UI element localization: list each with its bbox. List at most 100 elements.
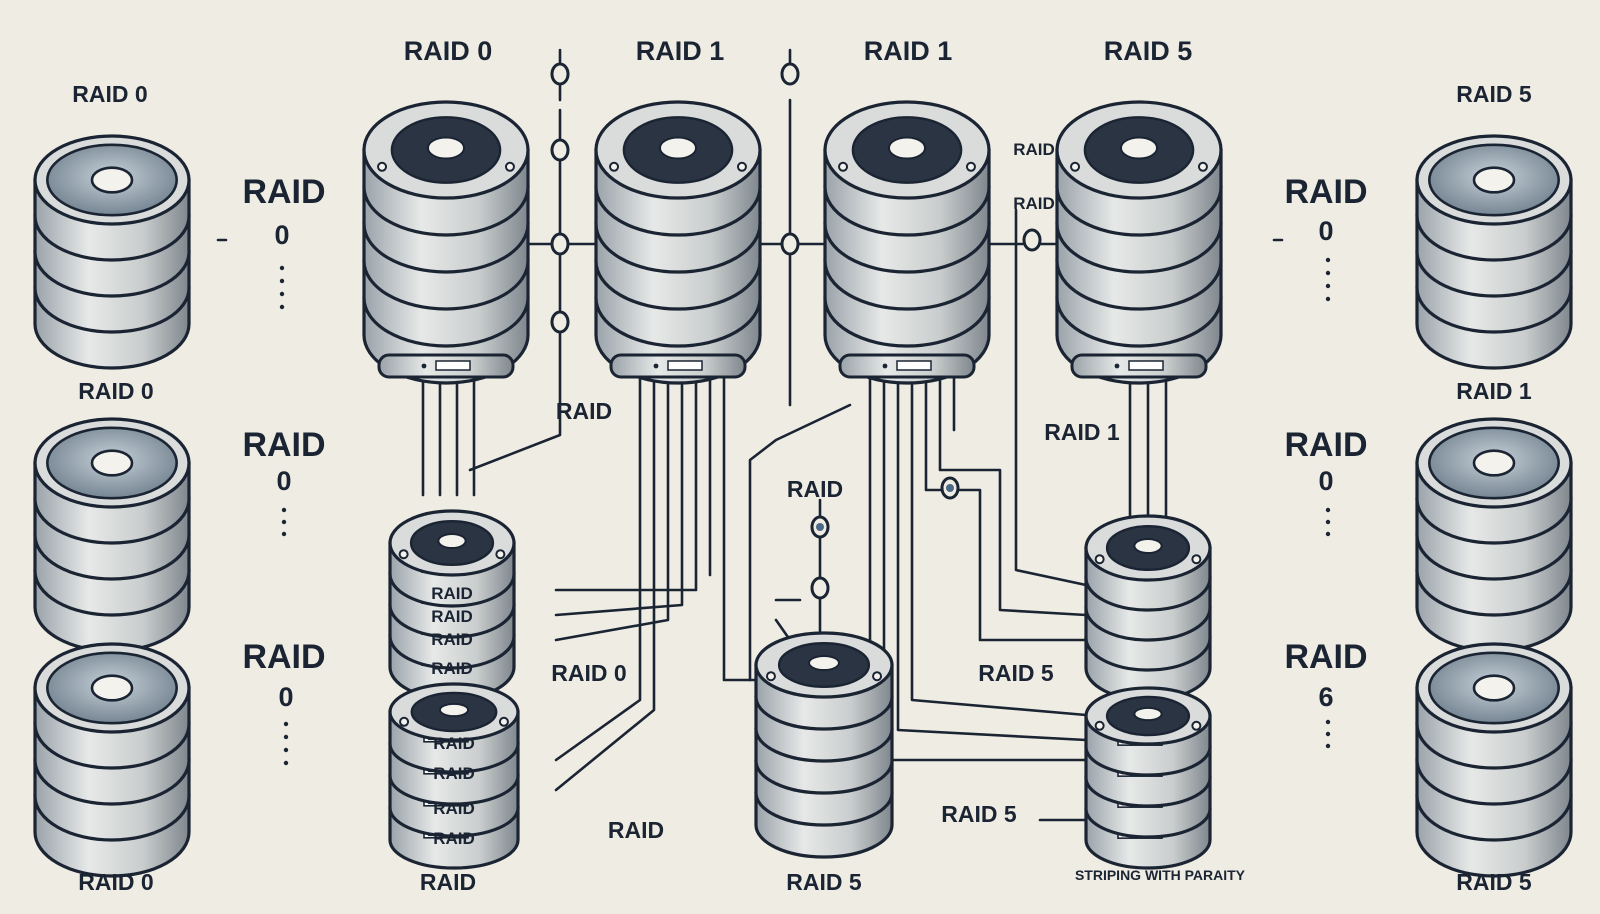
stack-base	[609, 353, 747, 379]
small-stack-b	[388, 682, 520, 870]
stack-a-label-2: RAID	[431, 607, 473, 626]
stack-b-label-2: RAID	[433, 764, 475, 783]
trail-dot	[283, 747, 289, 753]
stack-a-label-4: RAID	[431, 659, 473, 678]
right-top-label: RAID 5	[1456, 81, 1532, 107]
cable	[1014, 208, 1088, 587]
screw	[872, 671, 883, 682]
disk-spindle	[438, 702, 470, 718]
stack-base	[377, 353, 515, 379]
screw	[1191, 720, 1202, 731]
cable	[554, 370, 642, 762]
cable	[468, 108, 562, 472]
cable	[554, 370, 698, 592]
side-right-raid-2: RAID	[1284, 426, 1367, 464]
mid-raid-1: RAID 1	[1044, 419, 1120, 445]
disk-spindle	[658, 136, 698, 160]
node-ring	[810, 576, 830, 600]
center-raid-a: RAID	[1013, 140, 1055, 159]
side-right-raid-1: RAID	[1284, 173, 1367, 211]
screw	[1070, 161, 1081, 172]
wiring	[216, 48, 1284, 822]
trail-dot	[1325, 719, 1331, 725]
trail-dot	[279, 265, 285, 271]
trail-dot	[279, 291, 285, 297]
connection-nodes	[279, 62, 1331, 766]
screw	[765, 671, 776, 682]
bottom-raid: RAID	[608, 817, 664, 843]
bottom-left-raid: RAID	[420, 869, 476, 895]
screw	[1197, 161, 1208, 172]
disk-spindle	[426, 136, 466, 160]
trail-dot	[1325, 531, 1331, 537]
top-label-raid1-a: RAID 1	[636, 36, 725, 66]
screw	[1191, 554, 1202, 565]
small-stack-right-a	[1084, 514, 1212, 702]
disk-spindle	[887, 136, 927, 160]
outer-disk-stack	[1415, 642, 1573, 878]
screw	[1094, 554, 1105, 565]
screw	[498, 716, 509, 727]
side-right-raid-3-sub: 6	[1318, 682, 1333, 712]
trail-dot	[1325, 257, 1331, 263]
trail-dot	[1325, 507, 1331, 513]
trail-dot	[1325, 270, 1331, 276]
trail-dot	[1325, 283, 1331, 289]
trail-dot	[281, 519, 287, 525]
cable	[554, 370, 656, 792]
trail-dot	[283, 760, 289, 766]
trail-dot	[1325, 743, 1331, 749]
side-left-raid-1: RAID	[242, 173, 325, 211]
screw	[965, 161, 976, 172]
screw	[495, 549, 506, 560]
right-mid-label: RAID 1	[1456, 378, 1532, 404]
cable	[554, 370, 684, 617]
stack-base	[1070, 353, 1208, 379]
disk-spindle	[90, 674, 134, 702]
side-left-raid-3-sub: 0	[278, 682, 293, 712]
center-raid-b: RAID	[1013, 194, 1055, 213]
mid-raid0: RAID 0	[551, 660, 626, 686]
screw	[504, 161, 515, 172]
stack-base	[838, 353, 976, 379]
center-raid-label: RAID	[787, 476, 843, 502]
labels: RAID 0 RAID 1 RAID 1 RAID 5 RAID 0 RAID …	[72, 36, 1532, 895]
trail-dot	[1325, 731, 1331, 737]
disk-spindle	[1472, 449, 1516, 477]
disk-spindle	[1472, 166, 1516, 194]
side-right-raid-3: RAID	[1284, 638, 1367, 676]
small-stack-right-b	[1084, 686, 1212, 870]
outer-disk-stack	[1415, 417, 1573, 653]
side-right-raid-1-sub: 0	[1318, 216, 1333, 246]
outer-disk-stack	[33, 642, 191, 878]
trail-dot	[283, 734, 289, 740]
server-stack	[594, 100, 762, 385]
left-bottom-label: RAID 0	[78, 869, 153, 895]
disk-spindle	[90, 449, 134, 477]
side-right-raid-2-sub: 0	[1318, 466, 1333, 496]
disk-spindle	[1133, 706, 1163, 722]
outer-disk-stack	[33, 417, 191, 653]
trail-dot	[1325, 296, 1331, 302]
stack-a-label-1: RAID	[431, 584, 473, 603]
cable	[748, 403, 852, 682]
parity-caption: STRIPING WITH PARAITY	[1075, 867, 1246, 883]
cable	[896, 370, 1088, 742]
outer-disk-stack	[33, 134, 191, 370]
screw	[838, 161, 849, 172]
mid-raid5: RAID 5	[978, 660, 1054, 686]
side-left-raid-1-sub: 0	[274, 220, 289, 250]
stack-b-label-4: RAID	[433, 829, 475, 848]
disk-stacks	[33, 100, 1573, 878]
node-ring	[1022, 228, 1042, 252]
cable	[938, 370, 1088, 617]
side-left-raid-2: RAID	[242, 426, 325, 464]
side-left-raid-2-sub: 0	[276, 466, 291, 496]
trail-dot	[279, 278, 285, 284]
stack-b-label-1: RAID	[433, 734, 475, 753]
server-stack	[823, 100, 991, 385]
screw	[736, 161, 747, 172]
trail-dot	[279, 304, 285, 310]
disk-spindle	[808, 654, 840, 672]
trail-dot	[281, 507, 287, 513]
